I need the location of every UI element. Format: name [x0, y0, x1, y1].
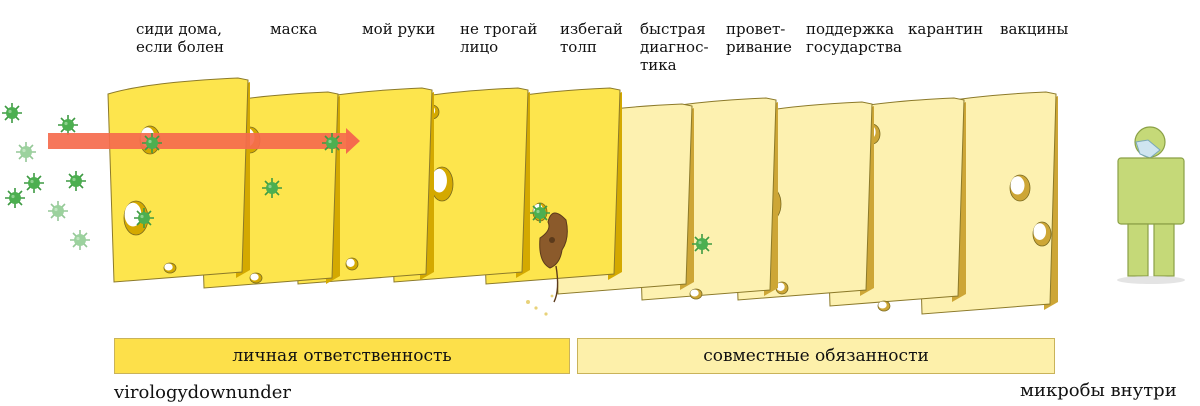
cheese-slice-face [107, 77, 249, 283]
cheese-hole-light [1033, 223, 1047, 241]
label-dont-touch-face: не трогай лицо [460, 20, 538, 56]
virus-icon [133, 207, 155, 229]
mouse-icon [526, 212, 568, 316]
virus-icon [529, 202, 551, 224]
virus-icon [23, 172, 45, 194]
cheese-hole-light [1010, 176, 1025, 195]
label-wash-hands: мой руки [362, 20, 436, 38]
virus-icon [47, 200, 69, 222]
cheese-hole-light [690, 289, 699, 297]
person-icon [1117, 126, 1185, 284]
virus-icon [4, 187, 26, 209]
label-mask: маска [270, 20, 318, 38]
mask-icon [1135, 139, 1161, 159]
band-shared-responsibility: совместные обязанности [577, 338, 1055, 374]
transmission-arrow [48, 128, 360, 154]
label-vaccines: вакцины [1000, 20, 1069, 38]
virus-icon [141, 132, 163, 154]
cheese-slices [107, 77, 1058, 315]
virus-icon [65, 170, 87, 192]
label-fast-testing: быстрая диагнос- тика [640, 20, 709, 74]
label-quarantine: карантин [908, 20, 984, 38]
cheese-hole-light [250, 273, 259, 281]
virus-cloud [1, 102, 91, 251]
virus-icon [1, 102, 23, 124]
virus-icon [261, 177, 283, 199]
virus-icon [57, 114, 79, 136]
label-stay-home: сиди дома, если болен [136, 20, 225, 56]
cheese-slice [107, 77, 250, 283]
virus-icon [15, 141, 37, 163]
label-avoid-crowds: избегай толп [560, 20, 623, 56]
cheese-hole-light [878, 301, 887, 309]
virus-icon [691, 233, 713, 255]
band-personal-responsibility: личная ответственность [114, 338, 570, 374]
person-caption: микробы внутри [1020, 380, 1177, 401]
label-government-support: поддержка государства [806, 20, 902, 56]
virus-icon [321, 132, 343, 154]
virus-icon [69, 229, 91, 251]
label-ventilation: провет- ривание [726, 20, 792, 56]
cheese-hole-light [346, 258, 355, 267]
cheese-hole-light [776, 282, 785, 291]
cheese-hole-light [431, 168, 447, 193]
cheese-hole-light [124, 202, 142, 227]
cheese-hole-light [164, 263, 173, 271]
credit-text: virologydownunder [114, 382, 291, 403]
